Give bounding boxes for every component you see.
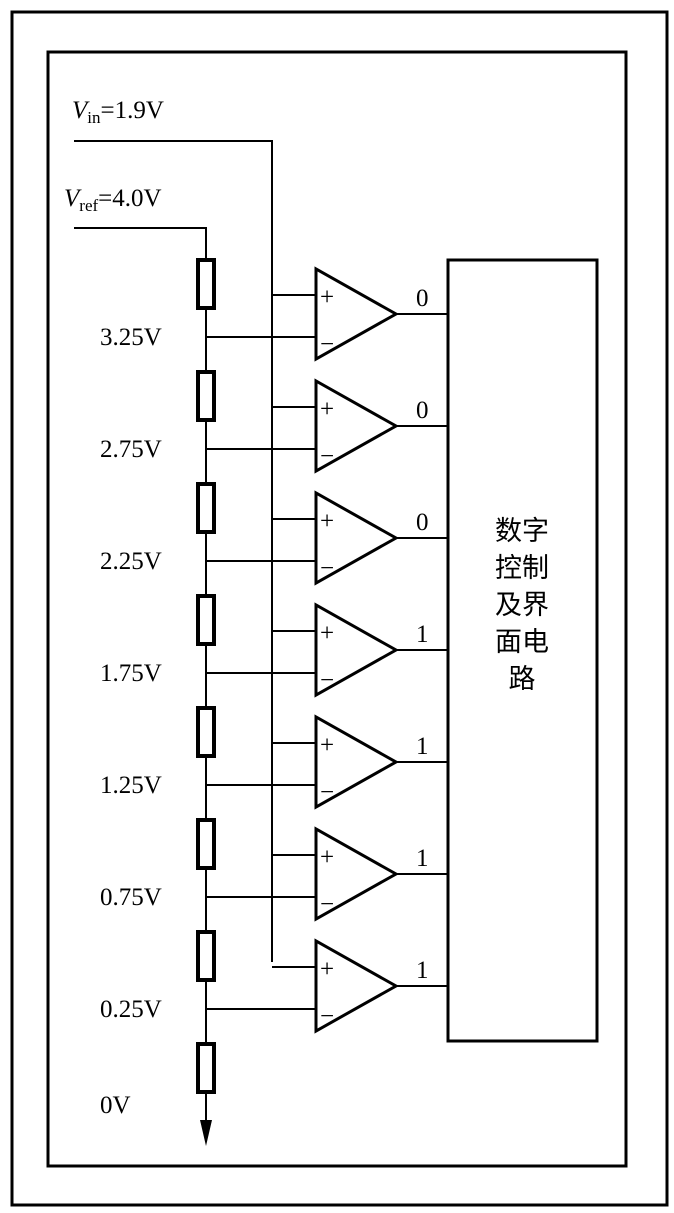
comparator-output-bit: 0 [416, 509, 429, 536]
minus-sign: − [320, 891, 334, 918]
minus-sign: − [320, 779, 334, 806]
plus-sign: + [320, 396, 334, 423]
tap-voltage-label: 0V [100, 1092, 131, 1119]
comparator: + − 1 [206, 602, 448, 698]
comparator-triangle [314, 490, 400, 586]
resistor [196, 594, 216, 646]
tap-voltage-label: 0.25V [100, 996, 162, 1023]
comparator-output-bit: 0 [416, 397, 429, 424]
resistor [196, 482, 216, 534]
comparator: + − 0 [206, 378, 448, 474]
block-label-line: 数字 [495, 516, 549, 547]
inner-frame [46, 50, 628, 1168]
plus-sign: + [320, 284, 334, 311]
minus-sign: − [320, 667, 334, 694]
comparator-output-bit: 1 [416, 621, 429, 648]
comparator-triangle [314, 266, 400, 362]
comparator: + − 1 [206, 826, 448, 922]
comparator-triangle [314, 378, 400, 474]
resistor [196, 930, 216, 982]
digital-control-block [446, 258, 599, 1043]
block-label-line: 及界 [495, 590, 549, 621]
plus-sign: + [320, 508, 334, 535]
vref-label: Vref=4.0V [64, 185, 162, 215]
comparator: + − 1 [206, 938, 448, 1034]
tap-voltage-label: 3.25V [100, 324, 162, 351]
plus-sign: + [320, 844, 334, 871]
resistor [196, 1042, 216, 1094]
tap-voltage-label: 1.75V [100, 660, 162, 687]
outer-frame [10, 10, 669, 1207]
comparator-triangle [314, 826, 400, 922]
comparator-triangle [314, 714, 400, 810]
block-label-line: 路 [509, 664, 536, 695]
minus-sign: − [320, 555, 334, 582]
resistor [196, 258, 216, 310]
block-label-line: 面电 [495, 627, 549, 658]
resistor [196, 706, 216, 758]
vin-label: Vin=1.9V [72, 97, 164, 127]
comparator-triangle [314, 602, 400, 698]
comparator-triangle [314, 938, 400, 1034]
tap-voltage-label: 2.75V [100, 436, 162, 463]
plus-sign: + [320, 956, 334, 983]
resistor [196, 370, 216, 422]
ground-arrow-icon [200, 1120, 212, 1146]
tap-voltage-label: 1.25V [100, 772, 162, 799]
comparator: + − 0 [206, 490, 448, 586]
comparator: + − 0 [206, 266, 448, 362]
minus-sign: − [320, 443, 334, 470]
plus-sign: + [320, 620, 334, 647]
tap-voltage-label: 2.25V [100, 548, 162, 575]
comparator-output-bit: 1 [416, 733, 429, 760]
comparator-output-bit: 1 [416, 845, 429, 872]
plus-sign: + [320, 732, 334, 759]
comparator-output-bit: 1 [416, 957, 429, 984]
block-label-line: 控制 [495, 553, 549, 584]
comparator-output-bit: 0 [416, 285, 429, 312]
vin-wire [74, 140, 273, 962]
resistor [196, 818, 216, 870]
minus-sign: − [320, 1003, 334, 1030]
minus-sign: − [320, 331, 334, 358]
comparator: + − 1 [206, 714, 448, 810]
tap-voltage-label: 0.75V [100, 884, 162, 911]
